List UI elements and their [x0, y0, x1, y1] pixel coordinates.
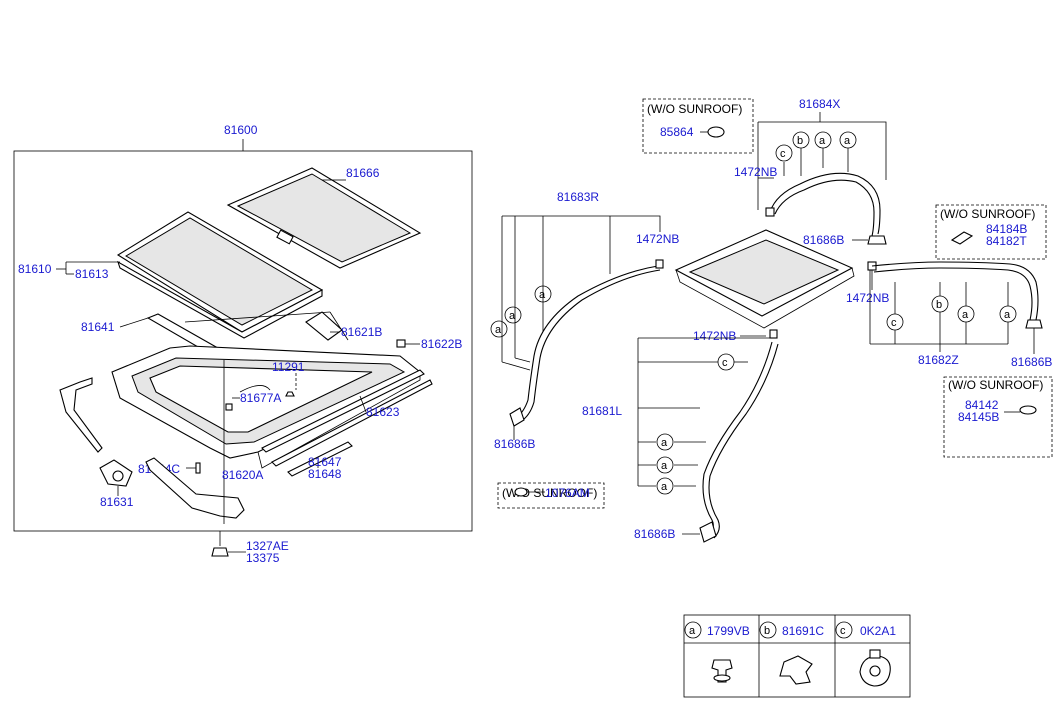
drive-cable-illustration [287, 441, 353, 477]
label-81686B-1[interactable]: 81686B [494, 437, 535, 451]
grommet-81686B-1-illustration [509, 407, 525, 427]
wo-sunroof-note-4: (W/O SUNROOF) [948, 378, 1043, 392]
label-81641[interactable]: 81641 [81, 320, 115, 334]
label-81684X[interactable]: 81684X [799, 97, 840, 111]
hose-81683R-illustration [515, 265, 659, 419]
svg-text:a: a [844, 135, 851, 147]
label-81620A[interactable]: 81620A [222, 468, 263, 482]
legend-item-c[interactable]: c 0K2A1 [835, 621, 896, 687]
grommet-81686B-2-illustration [699, 521, 717, 543]
label-11291[interactable]: 11291 [272, 360, 305, 374]
bracket-81621B-illustration [305, 311, 343, 341]
label-81600[interactable]: 81600 [224, 123, 258, 137]
label-84184B[interactable]: 84184B [986, 222, 1027, 236]
wo-sunroof-box-84184B [935, 204, 1047, 260]
sunroof-assembly-group: 81600 81666 81610 81613 81641 [13, 123, 473, 565]
label-81686B-2[interactable]: 81686B [634, 527, 675, 541]
label-81613[interactable]: 81613 [75, 267, 109, 281]
label-81666[interactable]: 81666 [346, 166, 380, 180]
clip-1799VB-illustration [711, 659, 733, 683]
svg-text:a: a [661, 460, 668, 472]
label-1472NB-1[interactable]: 1472NB [636, 232, 679, 246]
svg-text:a: a [509, 310, 516, 322]
svg-text:a: a [661, 437, 668, 449]
label-13375[interactable]: 13375 [246, 551, 280, 565]
legend-box [683, 614, 911, 698]
label-1472NB-2[interactable]: 1472NB [693, 329, 736, 343]
label-81683R[interactable]: 81683R [557, 190, 599, 204]
label-81610[interactable]: 81610 [18, 262, 52, 276]
label-84182T[interactable]: 84182T [986, 234, 1027, 248]
svg-text:b: b [764, 625, 770, 637]
label-81682Z[interactable]: 81682Z [918, 353, 959, 367]
label-1472NB-4[interactable]: 1472NB [846, 291, 889, 305]
label-84142[interactable]: 84142 [965, 398, 999, 412]
svg-text:c: c [840, 625, 846, 637]
label-81686B-3[interactable]: 81686B [803, 233, 844, 247]
wo-sunroof-note-2: (W/O SUNROOF) [647, 102, 742, 116]
wo-sunroof-note-3: (W/O SUNROOF) [940, 207, 1035, 221]
label-1472NB-3[interactable]: 1472NB [734, 165, 777, 179]
label-81647[interactable]: 81647 [308, 455, 342, 469]
legend-item-a[interactable]: a 1799VB [684, 621, 750, 683]
rear-drain-channel-illustration [145, 457, 245, 519]
label-81681L[interactable]: 81681L [582, 404, 622, 418]
label-81631[interactable]: 81631 [100, 495, 134, 509]
svg-text:c: c [780, 148, 786, 160]
label-81677A[interactable]: 81677A [240, 391, 281, 405]
clip-81691C-illustration [779, 655, 813, 685]
clip-13375-illustration [211, 547, 229, 557]
svg-text:a: a [661, 481, 668, 493]
label-81621B[interactable]: 81621B [341, 325, 382, 339]
svg-text:b: b [936, 299, 942, 311]
wo-sunroof-box-85864 [642, 98, 754, 154]
svg-text:b: b [797, 135, 803, 147]
label-84145B[interactable]: 84145B [958, 410, 999, 424]
svg-text:a: a [539, 289, 546, 301]
hose-81684X-illustration [769, 172, 881, 235]
label-81623[interactable]: 81623 [366, 405, 400, 419]
fastener-legend: a 1799VB b 81691C c 0K2A1 [683, 614, 911, 698]
svg-text:a: a [1004, 309, 1011, 321]
label-81686B-4[interactable]: 81686B [1011, 355, 1052, 369]
legend-part-0K2A1[interactable]: 0K2A1 [860, 624, 896, 638]
svg-text:c: c [891, 317, 897, 329]
part-81622B-illustration [396, 339, 406, 348]
label-1327AE[interactable]: 1327AE [246, 539, 289, 553]
grommet-81686B-4-illustration [1025, 319, 1043, 329]
svg-text:a: a [495, 324, 502, 336]
svg-text:a: a [962, 309, 969, 321]
wo-sunroof-box-84142 [943, 376, 1053, 458]
label-81648[interactable]: 81648 [308, 467, 342, 481]
label-1076AM[interactable]: 1076AM [545, 486, 590, 500]
hose-81682Z-illustration [871, 261, 1039, 321]
svg-text:c: c [722, 357, 728, 369]
wo-sunroof-box-1076AM [497, 482, 605, 509]
legend-part-81691C[interactable]: 81691C [782, 624, 824, 638]
svg-text:a: a [819, 135, 826, 147]
drain-hose-group: 81683R 1472NB a a a 81686B (W/O SUNROOF)… [490, 97, 1053, 543]
legend-item-b[interactable]: b 81691C [759, 621, 824, 685]
svg-text:a: a [689, 625, 696, 637]
legend-part-1799VB[interactable]: 1799VB [707, 624, 750, 638]
label-85864[interactable]: 85864 [660, 125, 694, 139]
label-81622B[interactable]: 81622B [421, 337, 462, 351]
grommet-81686B-3-illustration [867, 235, 887, 245]
front-drain-hose-left-illustration [59, 377, 103, 453]
hose-81681L-illustration [702, 341, 773, 535]
